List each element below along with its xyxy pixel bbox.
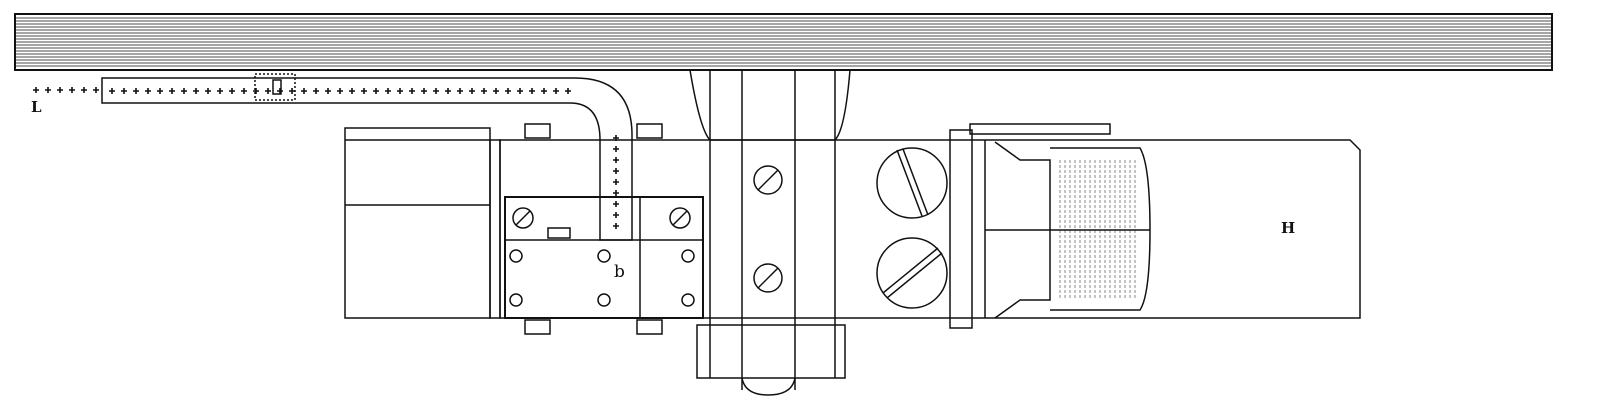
chain-link-mark: [325, 88, 331, 94]
clamp-assembly: [949, 123, 1151, 329]
chain-link-mark: [193, 88, 199, 94]
chain-link-mark: [529, 88, 535, 94]
chain-link-mark: [289, 88, 295, 94]
chain-link-mark: [109, 88, 115, 94]
chain-link-mark: [613, 179, 619, 185]
chain-link-mark: [253, 88, 259, 94]
chain-link-mark: [613, 157, 619, 163]
chain-link-mark: [133, 88, 139, 94]
label-l: L: [31, 98, 42, 116]
chain-link-mark: [553, 88, 559, 94]
chain-link-mark: [145, 88, 151, 94]
main-frame: [499, 139, 1361, 319]
chain-link-mark: [349, 88, 355, 94]
chain-link-mark: [397, 88, 403, 94]
chain-link-mark: [301, 88, 307, 94]
left-housing: [344, 127, 501, 319]
label-b: b: [614, 262, 625, 282]
chain-link-mark: [433, 88, 439, 94]
chain-link-mark: [565, 88, 571, 94]
label-h: H: [1281, 219, 1296, 237]
large-screws: [876, 147, 948, 309]
chain-link-mark: [313, 88, 319, 94]
chain-link-mark: [613, 201, 619, 207]
chain-link-mark: [613, 168, 619, 174]
chain-link-mark: [57, 87, 63, 93]
chain-link-mark: [217, 88, 223, 94]
chain-link-mark: [265, 88, 271, 94]
screw-plate: [504, 196, 704, 319]
chain-link-mark: [481, 88, 487, 94]
chain-link-mark: [69, 87, 75, 93]
chain-link-mark: [613, 223, 619, 229]
chain-link-mark: [205, 88, 211, 94]
chain-link-mark: [45, 87, 51, 93]
chain-link-mark: [541, 88, 547, 94]
chain-link-mark: [361, 88, 367, 94]
chain-link-mark: [121, 88, 127, 94]
chain-link-mark: [277, 88, 283, 94]
chain-link-mark: [337, 88, 343, 94]
chain-link-mark: [33, 87, 39, 93]
chain-link-mark: [81, 87, 87, 93]
chain-link-mark: [613, 146, 619, 152]
chain-link-mark: [421, 88, 427, 94]
chain-link-mark: [493, 88, 499, 94]
chain-link-mark: [241, 88, 247, 94]
chain-link-mark: [373, 88, 379, 94]
hatched-top-bar: [14, 13, 1553, 71]
chain-link-mark: [157, 88, 163, 94]
chain-link-mark: [229, 88, 235, 94]
vertical-column: [689, 69, 851, 396]
chain-link-mark: [169, 88, 175, 94]
chain-link-mark: [93, 87, 99, 93]
chain-link-mark: [457, 88, 463, 94]
chain-link-mark: [613, 212, 619, 218]
chain-link-mark: [613, 190, 619, 196]
chain-link-mark: [409, 88, 415, 94]
chain-link-mark: [505, 88, 511, 94]
chain-link-mark: [181, 88, 187, 94]
chain-link-mark: [385, 88, 391, 94]
chain-link-mark: [445, 88, 451, 94]
chain-link-mark: [517, 88, 523, 94]
chain-link-mark: [469, 88, 475, 94]
brackets: [524, 123, 663, 335]
chain-track: [33, 73, 633, 241]
